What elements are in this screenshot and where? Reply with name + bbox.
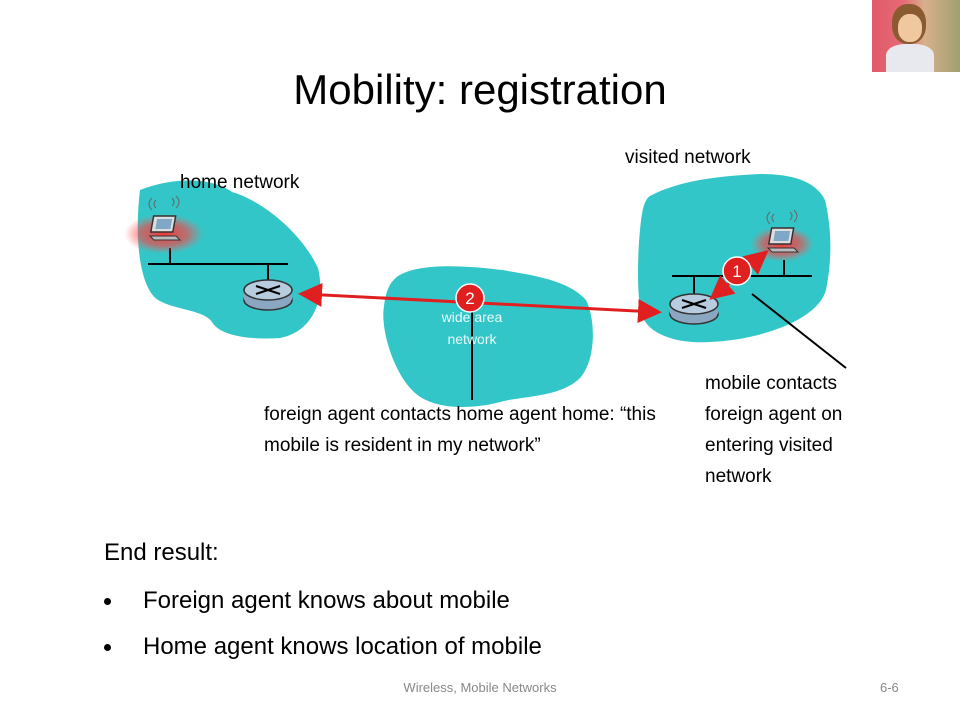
end-result-heading: End result: [104, 539, 219, 566]
visited-wireless-icon [766, 209, 798, 225]
step-2-badge [455, 283, 485, 313]
home-mobile-glow [124, 214, 204, 254]
wan-label-line2: network [447, 331, 497, 347]
slide-page-number: 6-6 [880, 680, 899, 695]
slide-footer: Wireless, Mobile Networks [403, 680, 557, 695]
visited-laptop-icon [766, 227, 800, 253]
home-agent-router-icon [243, 279, 293, 311]
bullet-dot-icon [104, 643, 111, 651]
callout-line-step1 [751, 293, 847, 369]
summary-bullet: Home agent knows location of mobile [104, 630, 542, 664]
summary-bullet-text: Home agent knows location of mobile [143, 633, 542, 660]
step-2-number: 2 [465, 289, 474, 308]
summary-bullet-text: Foreign agent knows about mobile [143, 587, 510, 614]
wan-label-line1: wide area [441, 309, 503, 325]
step-1-number: 1 [732, 262, 741, 281]
summary-bullet: Foreign agent knows about mobile [104, 584, 510, 618]
home-network-label: home network [180, 172, 300, 193]
step-1-badge [722, 256, 752, 286]
bullet-dot-icon [104, 597, 111, 605]
corner-photo [872, 0, 960, 72]
slide-title: Mobility: registration [293, 66, 667, 113]
home-wireless-icon [148, 195, 180, 211]
home-network-cloud [137, 180, 321, 339]
visited-network-label: visited network [625, 147, 751, 168]
wan-label: wide area network [412, 306, 532, 350]
home-laptop-icon [148, 215, 182, 241]
step2-annotation: foreign agent contacts home agent home: … [264, 404, 656, 456]
step1-annotation: mobile contacts foreign agent on enterin… [705, 373, 843, 487]
foreign-agent-router-icon [669, 293, 719, 325]
